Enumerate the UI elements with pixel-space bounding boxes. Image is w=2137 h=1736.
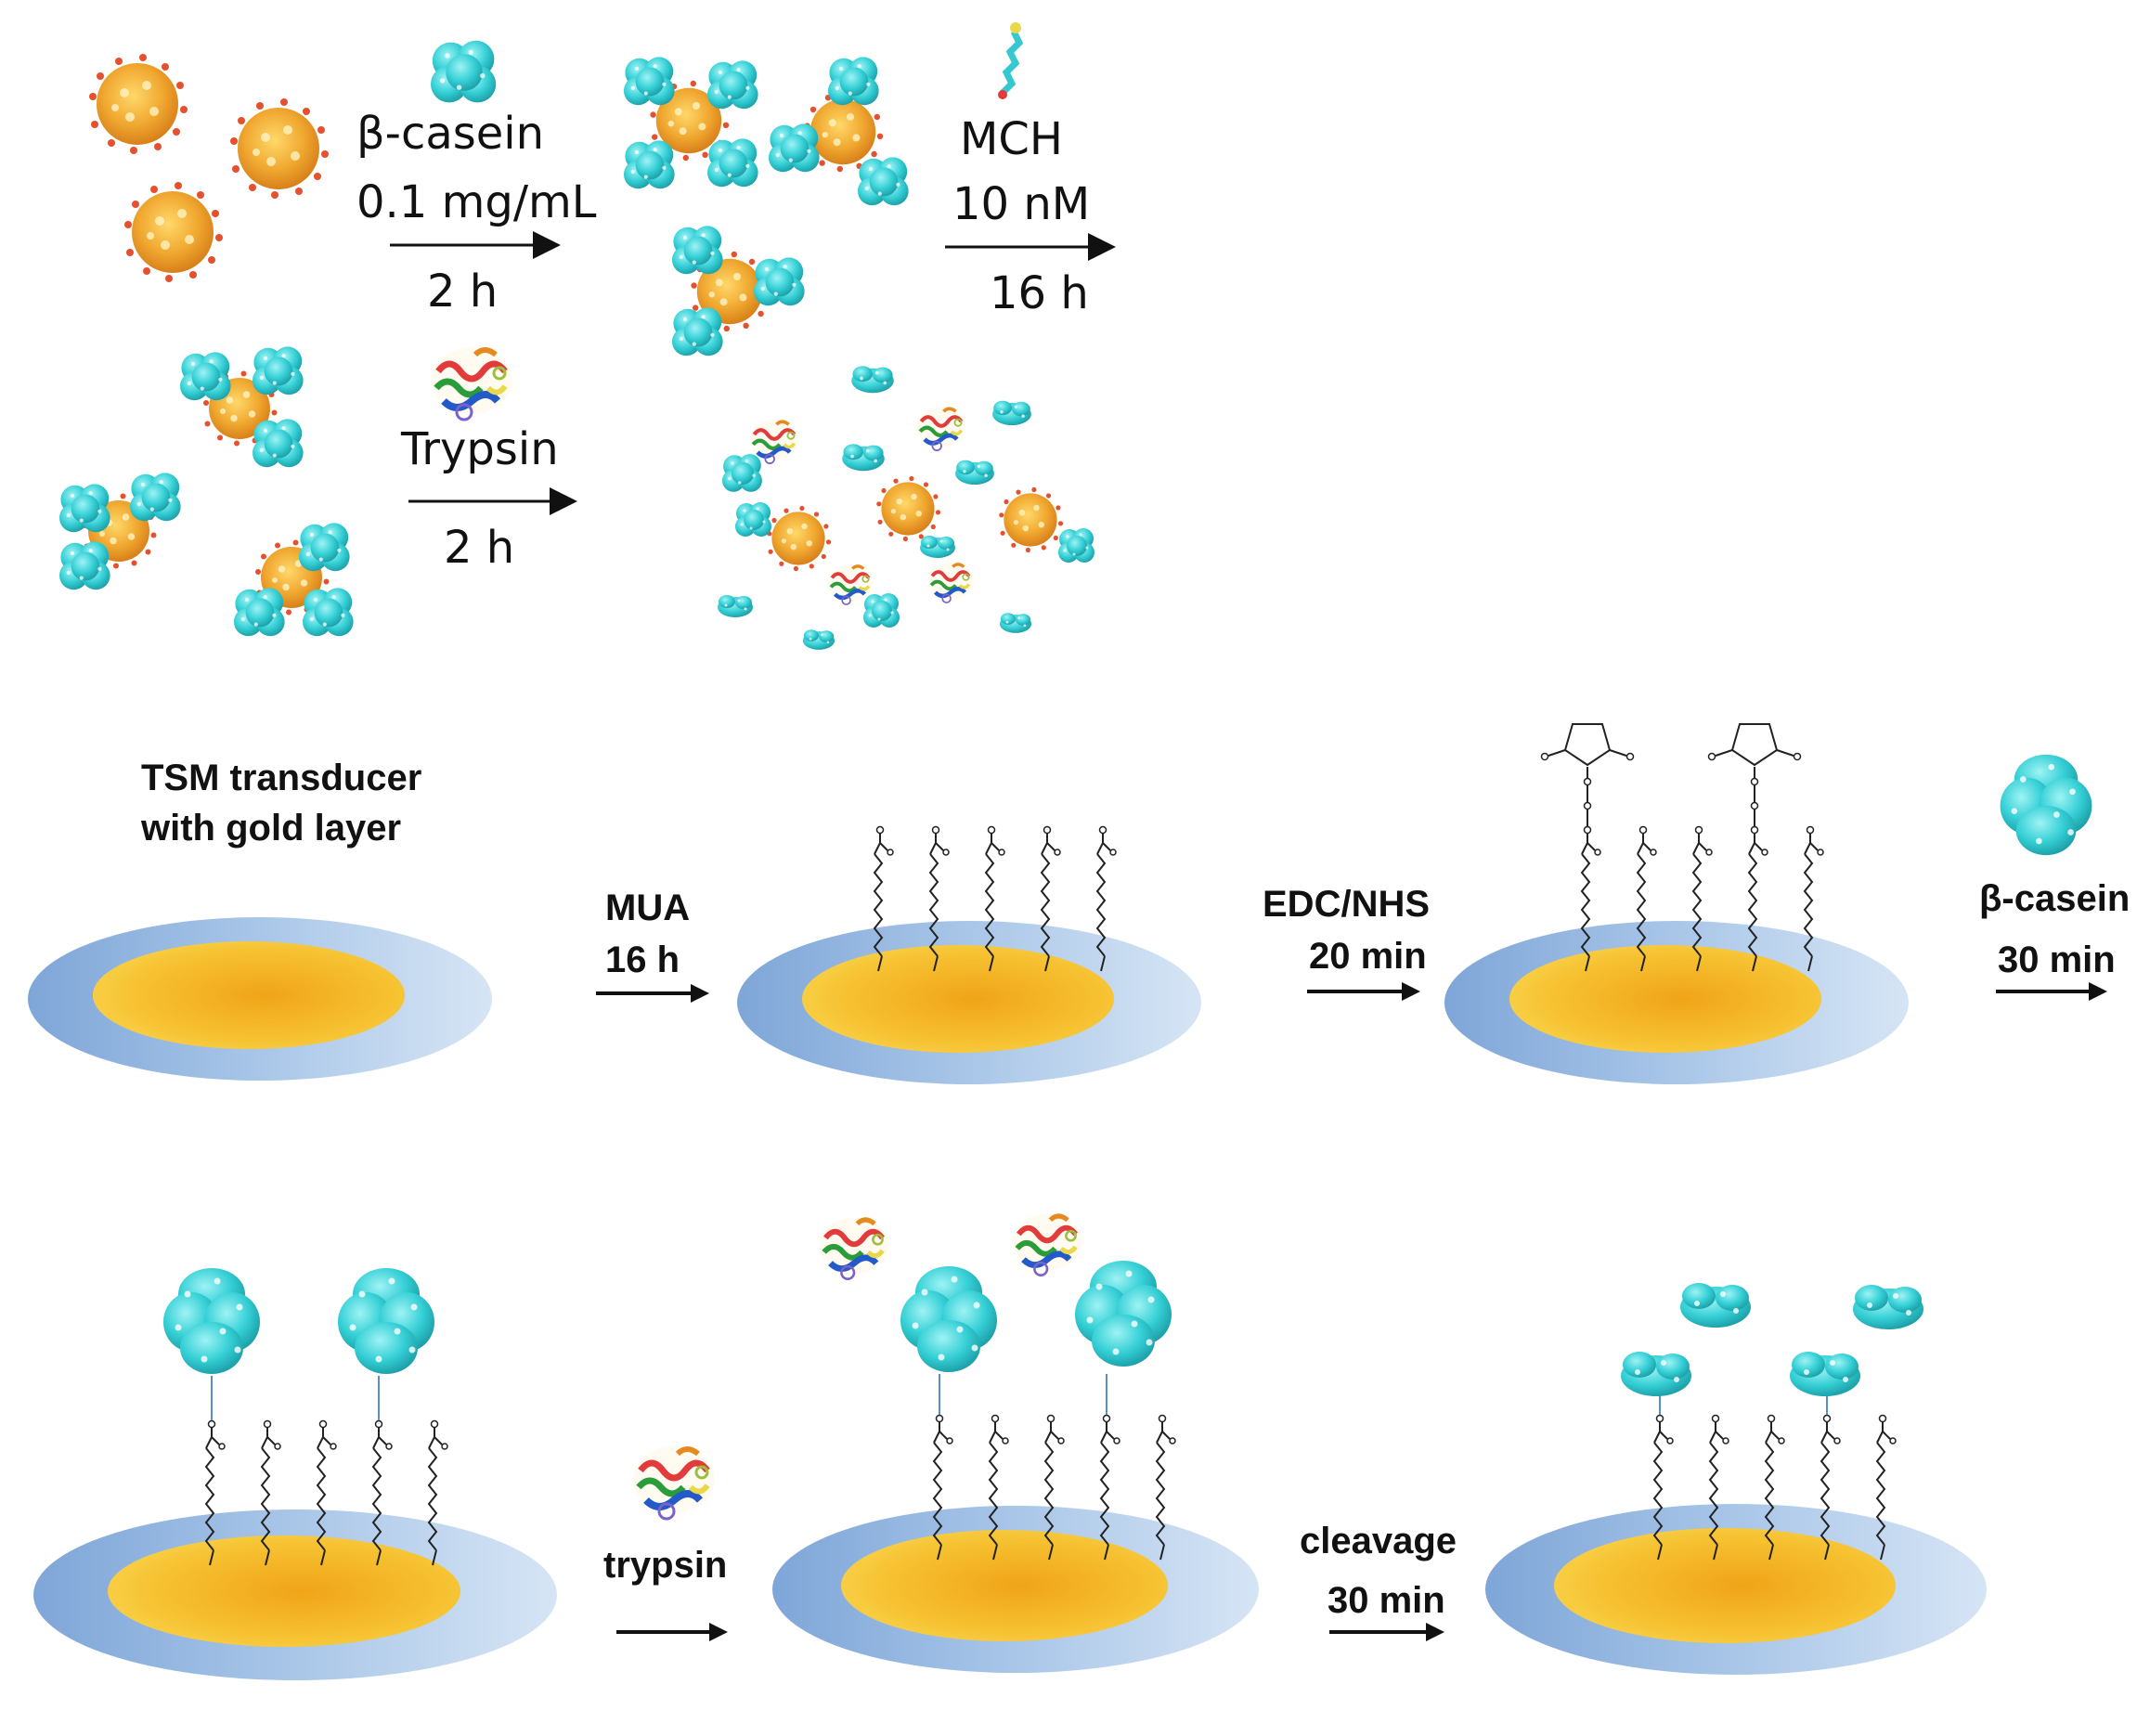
transducer-disk-casein — [33, 1268, 557, 1680]
trypsin-icon-top — [431, 347, 512, 420]
mua-time: 16 h — [605, 939, 680, 980]
trypsin-reagent: trypsin — [603, 1545, 728, 1586]
bare-nanoparticle-3 — [124, 182, 223, 282]
cleavage-time: 30 min — [1328, 1580, 1445, 1621]
transducer-disk-mua — [737, 825, 1201, 1084]
top-step2-reagent: MCH — [960, 113, 1064, 165]
beta-casein-icon-middle — [2000, 754, 2092, 856]
mch-nanoparticle-2 — [58, 473, 181, 590]
transducer-disk-edc-nhs — [1444, 723, 1909, 1084]
beta-casein-icon — [431, 40, 497, 103]
beta-casein-time: 30 min — [1998, 939, 2116, 980]
trypsin-icon-bottom — [633, 1446, 715, 1519]
middle-section — [28, 723, 2107, 1084]
digested-nanoparticle-cluster — [718, 366, 1094, 650]
top-step1-time: 2 h — [427, 266, 499, 317]
casein-nanoparticle-1 — [624, 57, 758, 189]
top-step1-concentration: 0.1 mg/mL — [356, 176, 597, 228]
bare-nanoparticle-2 — [230, 98, 329, 199]
transducer-label-line1: TSM transducer — [141, 758, 422, 798]
casein-nanoparticle-2 — [769, 57, 909, 206]
bare-nanoparticle-1 — [89, 54, 188, 154]
cleavage-reagent: cleavage — [1300, 1521, 1457, 1561]
bottom-section — [33, 1213, 1987, 1680]
top-step3-time: 2 h — [444, 522, 515, 574]
transducer-label-line2: with gold layer — [141, 808, 402, 849]
top-step2-concentration: 10 nM — [952, 178, 1091, 230]
transducer-disk-bare — [28, 917, 492, 1081]
transducer-disk-trypsin — [772, 1213, 1259, 1673]
mch-molecule-icon — [998, 22, 1021, 99]
top-step2-time: 16 h — [990, 267, 1089, 319]
mua-reagent: MUA — [605, 887, 691, 928]
transducer-disk-cleaved — [1485, 1283, 1987, 1675]
casein-nanoparticle-3 — [672, 226, 805, 356]
mch-nanoparticle-1 — [180, 346, 304, 468]
edc-nhs-reagent: EDC/NHS — [1263, 884, 1431, 925]
top-step1-reagent: β-casein — [356, 108, 545, 160]
top-section — [58, 22, 1116, 650]
edc-nhs-time: 20 min — [1309, 936, 1427, 977]
mch-nanoparticle-3 — [234, 523, 354, 637]
beta-casein-reagent: β-casein — [1979, 878, 2131, 919]
top-step3-reagent: Trypsin — [401, 423, 559, 475]
